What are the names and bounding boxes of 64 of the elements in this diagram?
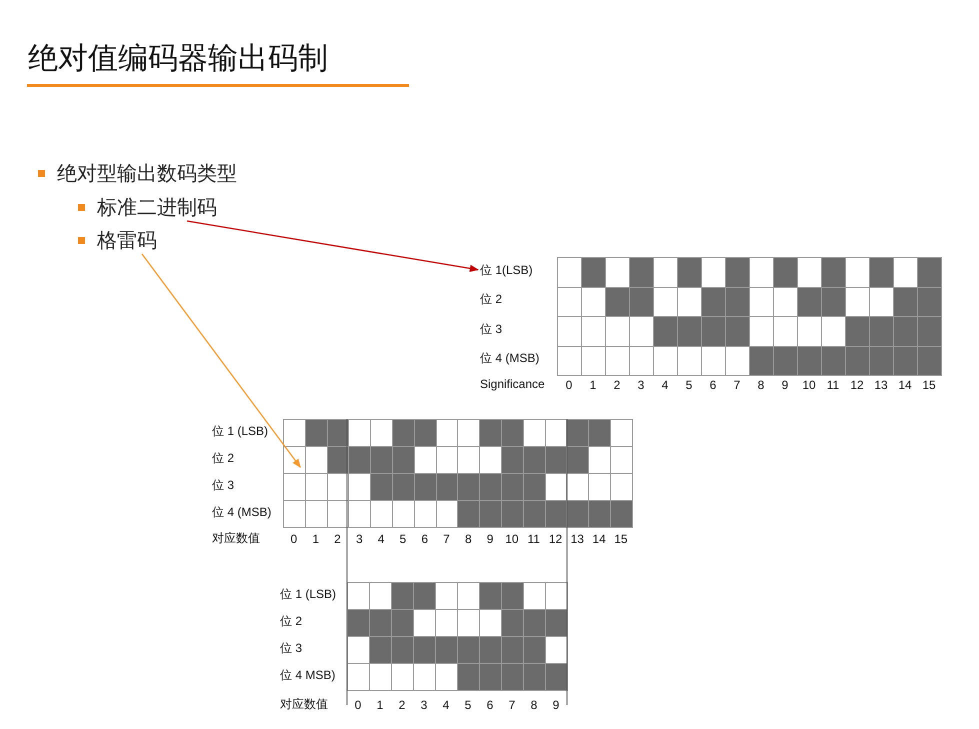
- column-number: 8: [756, 378, 766, 392]
- slide-title: 绝对值编码器输出码制: [28, 40, 328, 78]
- column-number: 3: [636, 378, 646, 392]
- column-number: 7: [442, 532, 451, 546]
- column-number: 0: [290, 532, 298, 546]
- row-label: 对应数值: [280, 697, 328, 711]
- row-label: 位 4 MSB): [280, 668, 336, 682]
- column-number: 2: [398, 698, 406, 712]
- arrow: [141, 254, 301, 468]
- column-number: 12: [548, 532, 564, 546]
- column-number: 8: [464, 532, 473, 546]
- column-number: 11: [526, 532, 541, 546]
- row-label: 位 4 (MSB): [212, 504, 272, 518]
- column-number: 4: [442, 698, 450, 712]
- row-label: 对应数值: [212, 531, 260, 545]
- column-number: 8: [530, 698, 538, 712]
- column-number: 1: [311, 532, 320, 546]
- row-label: 位 1(LSB): [480, 262, 533, 277]
- column-number: 7: [508, 698, 516, 712]
- column-number: 2: [333, 532, 342, 546]
- column-number: 10: [801, 378, 817, 392]
- column-number: 11: [826, 378, 840, 392]
- column-number: 6: [708, 378, 718, 392]
- column-number: 9: [552, 698, 560, 712]
- bullet-text: 绝对型输出数码类型: [57, 160, 237, 187]
- row-label: 位 2: [212, 450, 234, 464]
- column-number: 9: [780, 378, 790, 392]
- row-label: 位 1 (LSB): [280, 586, 336, 600]
- column-number: 15: [921, 378, 937, 392]
- column-number: 7: [732, 378, 742, 392]
- bullet-text: 标准二进制码: [97, 194, 217, 221]
- row-label: 位 3: [280, 640, 302, 654]
- column-number: 0: [564, 378, 574, 392]
- column-number: 3: [420, 698, 428, 712]
- column-number: 5: [684, 378, 694, 392]
- column-number: 13: [873, 378, 889, 392]
- blank-cell: [284, 447, 306, 474]
- row-label: 位 4 (MSB): [480, 351, 540, 366]
- column-number: 13: [570, 532, 585, 546]
- column-number: 5: [464, 698, 472, 712]
- row-label: 位 2: [280, 614, 302, 628]
- column-number: 15: [613, 532, 629, 546]
- column-number: 12: [849, 378, 865, 392]
- column-number: 6: [420, 532, 430, 546]
- column-number: 2: [612, 378, 622, 392]
- row-label: Significance: [480, 377, 545, 391]
- column-number: 14: [897, 378, 913, 392]
- column-number: 10: [504, 532, 520, 546]
- row-label: 位 2: [480, 292, 502, 306]
- column-number: 1: [376, 698, 384, 712]
- column-number: 9: [486, 532, 494, 546]
- bullet-text: 格雷码: [97, 227, 157, 254]
- column-number: 3: [354, 532, 364, 546]
- column-number: 0: [354, 698, 362, 712]
- row-label: 位 3: [480, 322, 502, 336]
- column-number: 1: [588, 378, 598, 392]
- arrow: [186, 220, 479, 272]
- column-number: 6: [486, 698, 494, 712]
- column-number: 4: [376, 532, 386, 546]
- row-label: 位 3: [212, 478, 234, 492]
- column-number: 4: [660, 378, 670, 392]
- column-number: 14: [591, 532, 607, 546]
- column-number: 5: [398, 532, 408, 546]
- row-label: 位 1 (LSB): [212, 424, 268, 438]
